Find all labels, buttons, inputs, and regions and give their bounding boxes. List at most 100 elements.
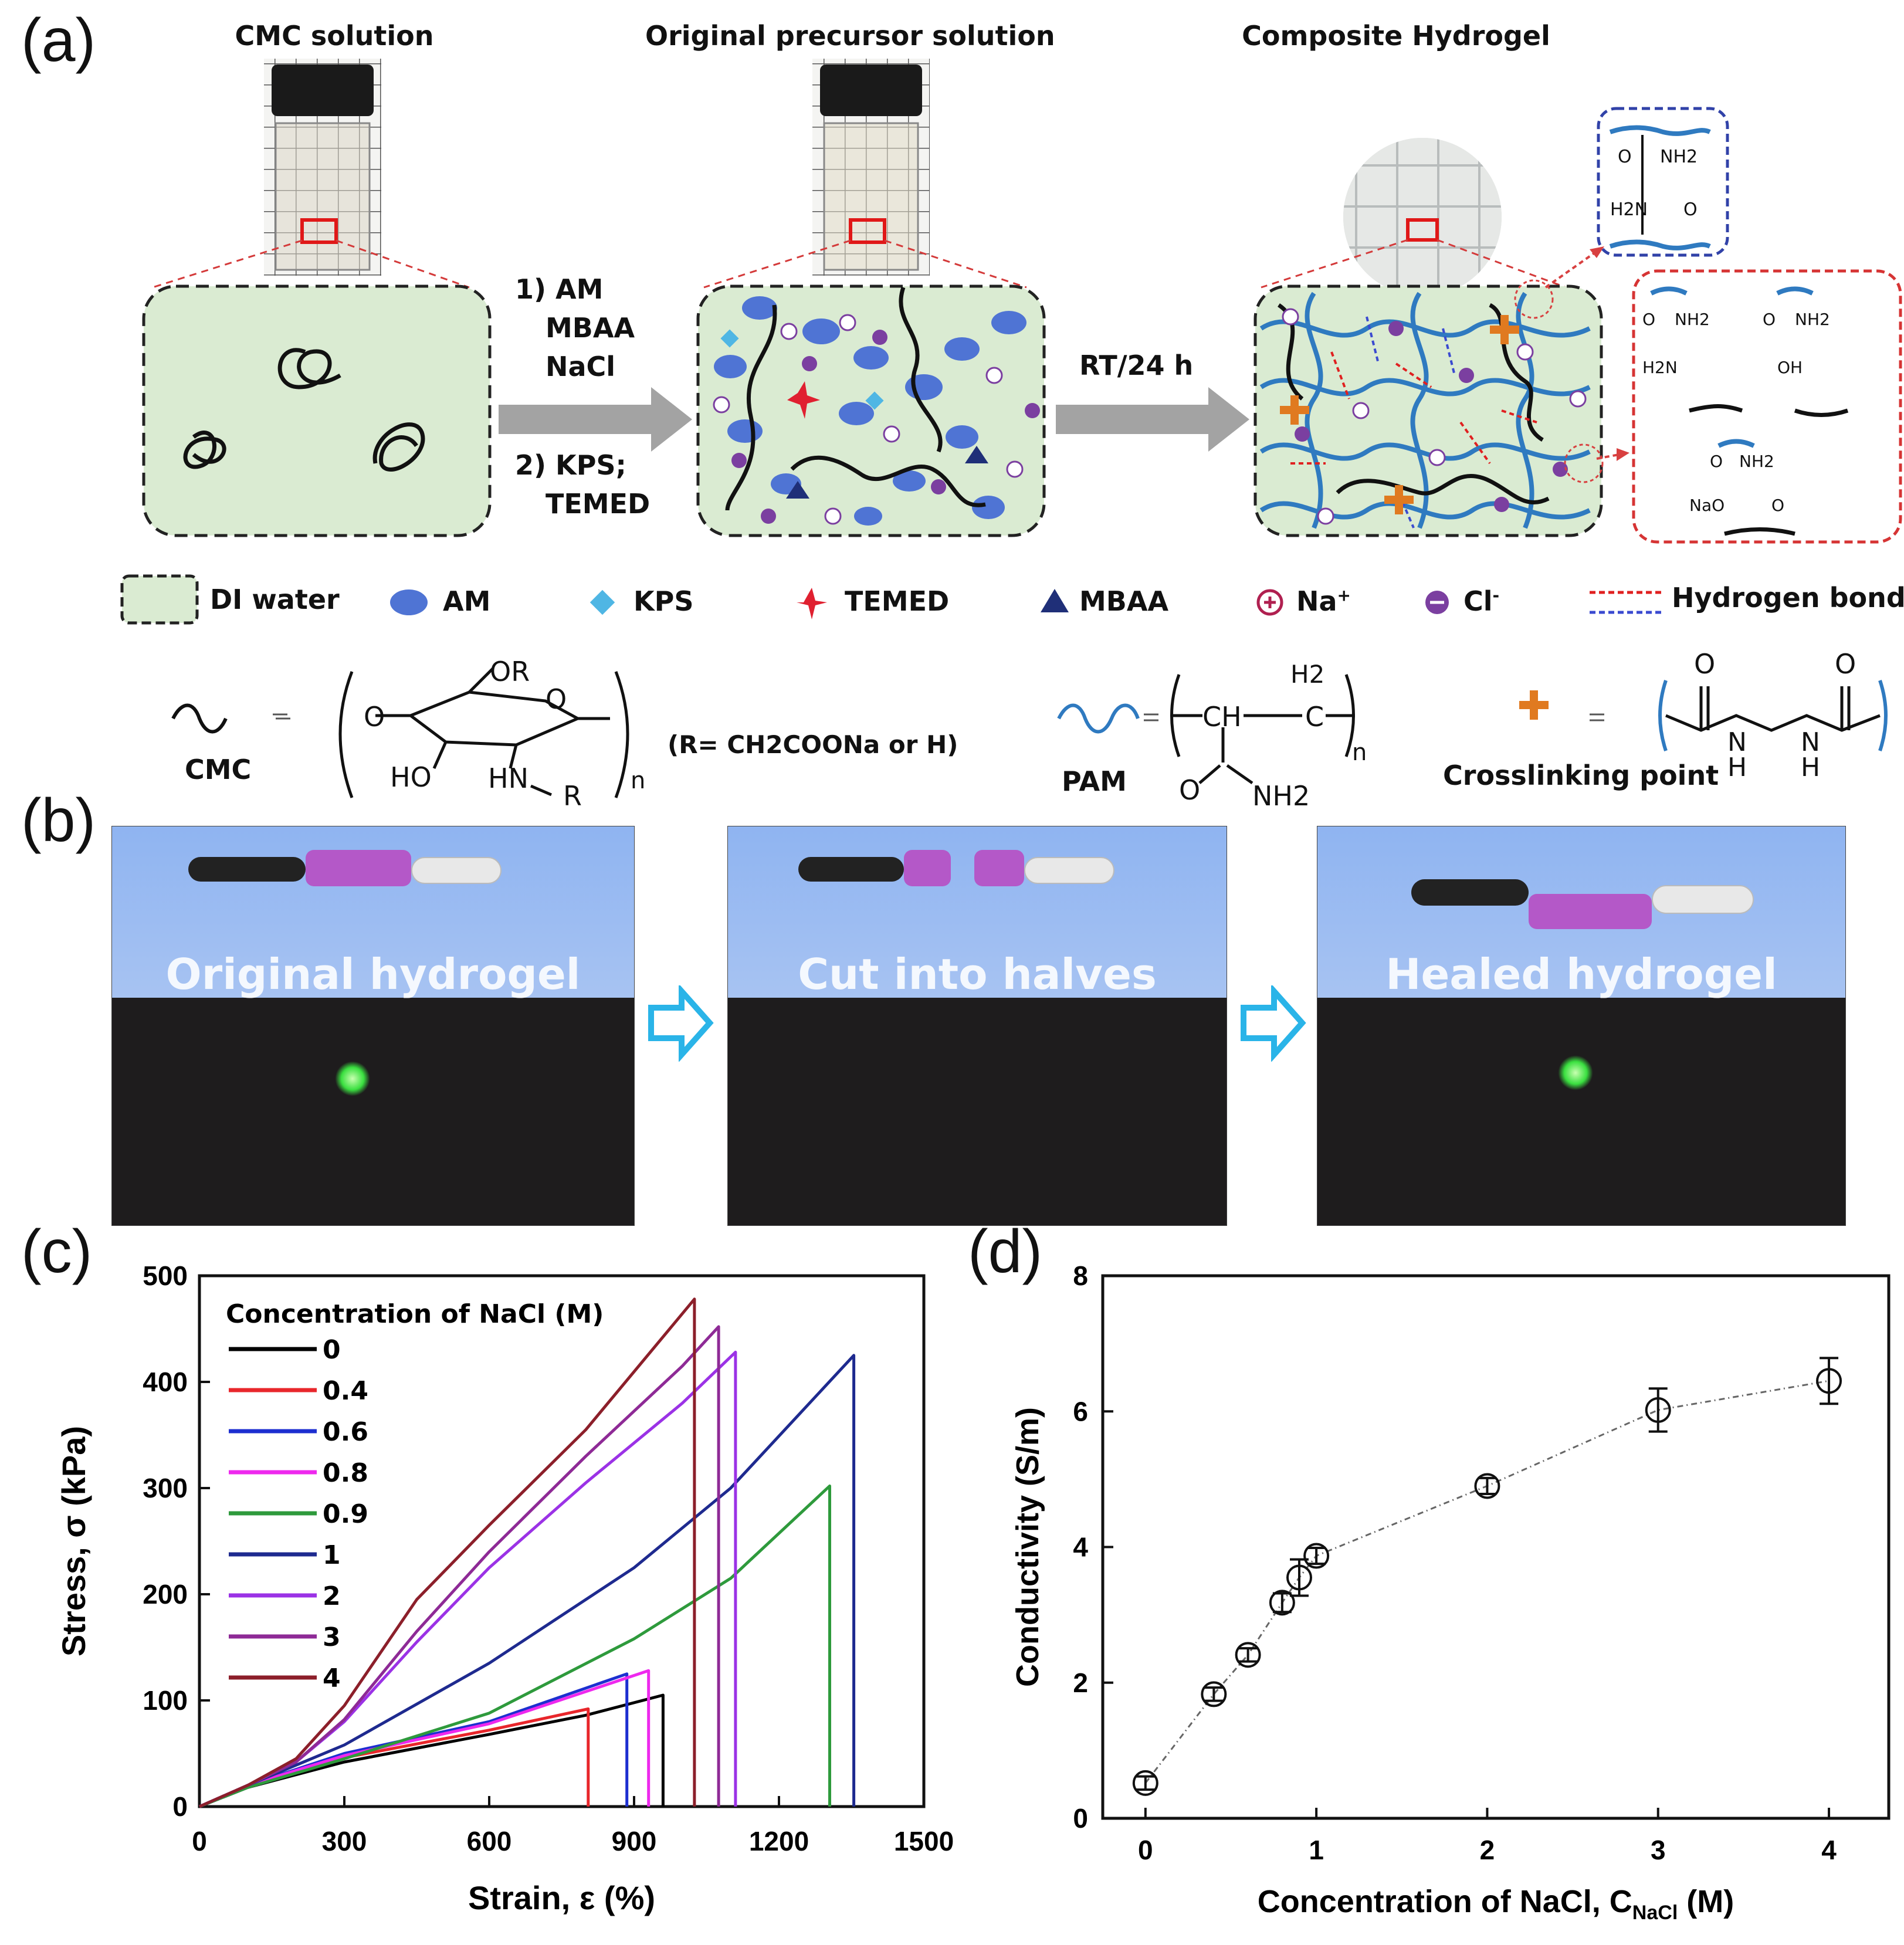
x-tick-label: 0 [192,1826,207,1856]
heading-composite-hydrogel: Composite Hydrogel [1242,20,1550,52]
cmc-or-label: OR [490,656,530,687]
x-tick-label: 900 [612,1826,657,1856]
arrow-cut-icon [648,985,714,1062]
series-line-0.9 [199,1484,831,1808]
mbaa-n1: N [1727,727,1747,757]
y-tick-label: 500 [143,1260,188,1291]
x-axis-label: Strain, ε (%) [468,1879,655,1916]
reaction-arrow-1 [499,387,692,452]
precursor-solution-box [696,284,1046,537]
y-tick-label: 8 [1073,1260,1088,1291]
step1-line1: 1) AM [515,273,604,305]
x-tick-label: 1200 [749,1826,809,1856]
x-tick-label: 1 [1309,1835,1324,1865]
data-point-8 [1816,1368,1842,1394]
legend-label-0.8: 0.8 [323,1458,368,1488]
hb-red-o4: O [1771,496,1785,515]
mbaa-h2: H [1801,753,1821,782]
y-axis-label: Stress, σ (kPa) [55,1426,92,1656]
data-point-4 [1286,1564,1312,1591]
chemical-structures [171,667,1888,798]
x-tick-label: 2 [1480,1835,1495,1865]
mbaa-h1: H [1727,753,1747,782]
y-tick-label: 100 [143,1685,188,1716]
legend-kps: KPS [633,585,694,617]
cmc-structure-label: CMC [185,754,252,785]
series-line-4 [198,1297,696,1808]
legend-label-0.6: 0.6 [323,1417,368,1447]
panel-a-schematic [142,59,1902,544]
pam-structure-label: PAM [1062,765,1127,797]
panel-label-a: (a) [21,6,96,74]
photo-cut-into-halves: Cut into halves [727,826,1227,1226]
hb-red-nh2b: NH2 [1795,310,1830,329]
photo-original-hydrogel: Original hydrogel [111,826,635,1226]
hb-red-o3: O [1710,452,1723,471]
cmc-solution-box [142,284,492,537]
hb-red-h2n: H2N [1642,358,1678,377]
series-line-0.4 [198,1707,590,1808]
legend-label-2: 2 [323,1581,341,1611]
arrow-heal-icon [1241,985,1306,1062]
hb-red-nh2a: NH2 [1675,310,1710,329]
cmc-r-definition: (R= CH2COONa or H) [668,730,958,759]
hb-top-nh2: NH2 [1660,147,1698,167]
hb-red-nh2c: NH2 [1739,452,1774,471]
hb-top-h2n: H2N [1610,199,1648,220]
legend-symbols [120,574,1663,625]
y-tick-label: 2 [1073,1668,1088,1698]
legend-temed: TEMED [845,585,950,617]
legend-na: Na+ [1296,585,1351,617]
cmc-ring-o: O [546,683,567,715]
y-tick-label: 6 [1073,1396,1088,1426]
x-axis-label: Concentration of NaCl, CNaCl (M) [1258,1884,1734,1924]
pam-nh2: NH2 [1252,780,1310,812]
mbaa-n2: N [1801,727,1820,757]
step1-line3: NaCl [546,351,616,382]
data-point-1 [1201,1681,1227,1707]
pam-o: O [1179,774,1201,806]
mbaa-o2: O [1835,648,1856,680]
caption-cut-into-halves: Cut into halves [798,950,1157,999]
series-line-0 [199,1693,665,1808]
hb-top-o2: O [1683,199,1698,220]
legend-label-3: 3 [323,1622,341,1652]
legend-title: Concentration of NaCl (M) [226,1299,604,1329]
legend-hbond: Hydrogen bond [1672,582,1904,614]
data-point-5 [1303,1543,1330,1569]
pam-ch: CH [1202,701,1242,733]
hb-red-o1: O [1642,310,1656,329]
data-point-3 [1269,1590,1295,1616]
heading-precursor-solution: Original precursor solution [645,20,1055,52]
series-line-1 [198,1354,856,1808]
hbond-inset-cmc-pam [1632,269,1902,544]
pam-c: C [1305,701,1324,733]
legend-label-0.9: 0.9 [323,1499,368,1529]
y-tick-label: 0 [172,1791,188,1822]
x-tick-label: 0 [1138,1835,1153,1865]
composite-hydrogel-box [1253,246,1629,537]
caption-healed-hydrogel: Healed hydrogel [1385,950,1777,999]
hb-red-o2: O [1763,310,1776,329]
pam-n: n [1352,739,1367,766]
x-tick-label: 300 [322,1826,367,1856]
hb-top-o1: O [1618,147,1632,167]
y-axis-label: Conductivity (S/m) [1010,1407,1045,1687]
x-tick-label: 4 [1821,1835,1837,1865]
data-point-7 [1645,1397,1671,1423]
legend-am: AM [443,585,491,617]
photo-healed-hydrogel: Healed hydrogel [1317,826,1846,1226]
panel-label-c: (c) [21,1218,93,1286]
plot-frame [1101,1274,1891,1820]
legend-label-0: 0 [323,1335,341,1365]
x-tick-label: 1500 [894,1826,954,1856]
x-tick-label: 600 [467,1826,512,1856]
hbond-inset-pam-pam [1597,107,1729,257]
mbaa-o1: O [1694,648,1716,680]
panel-label-d: (d) [968,1218,1043,1286]
heading-cmc-solution: CMC solution [235,20,434,52]
panel-label-b: (b) [21,787,96,855]
vial-cmc-photo [264,59,381,276]
